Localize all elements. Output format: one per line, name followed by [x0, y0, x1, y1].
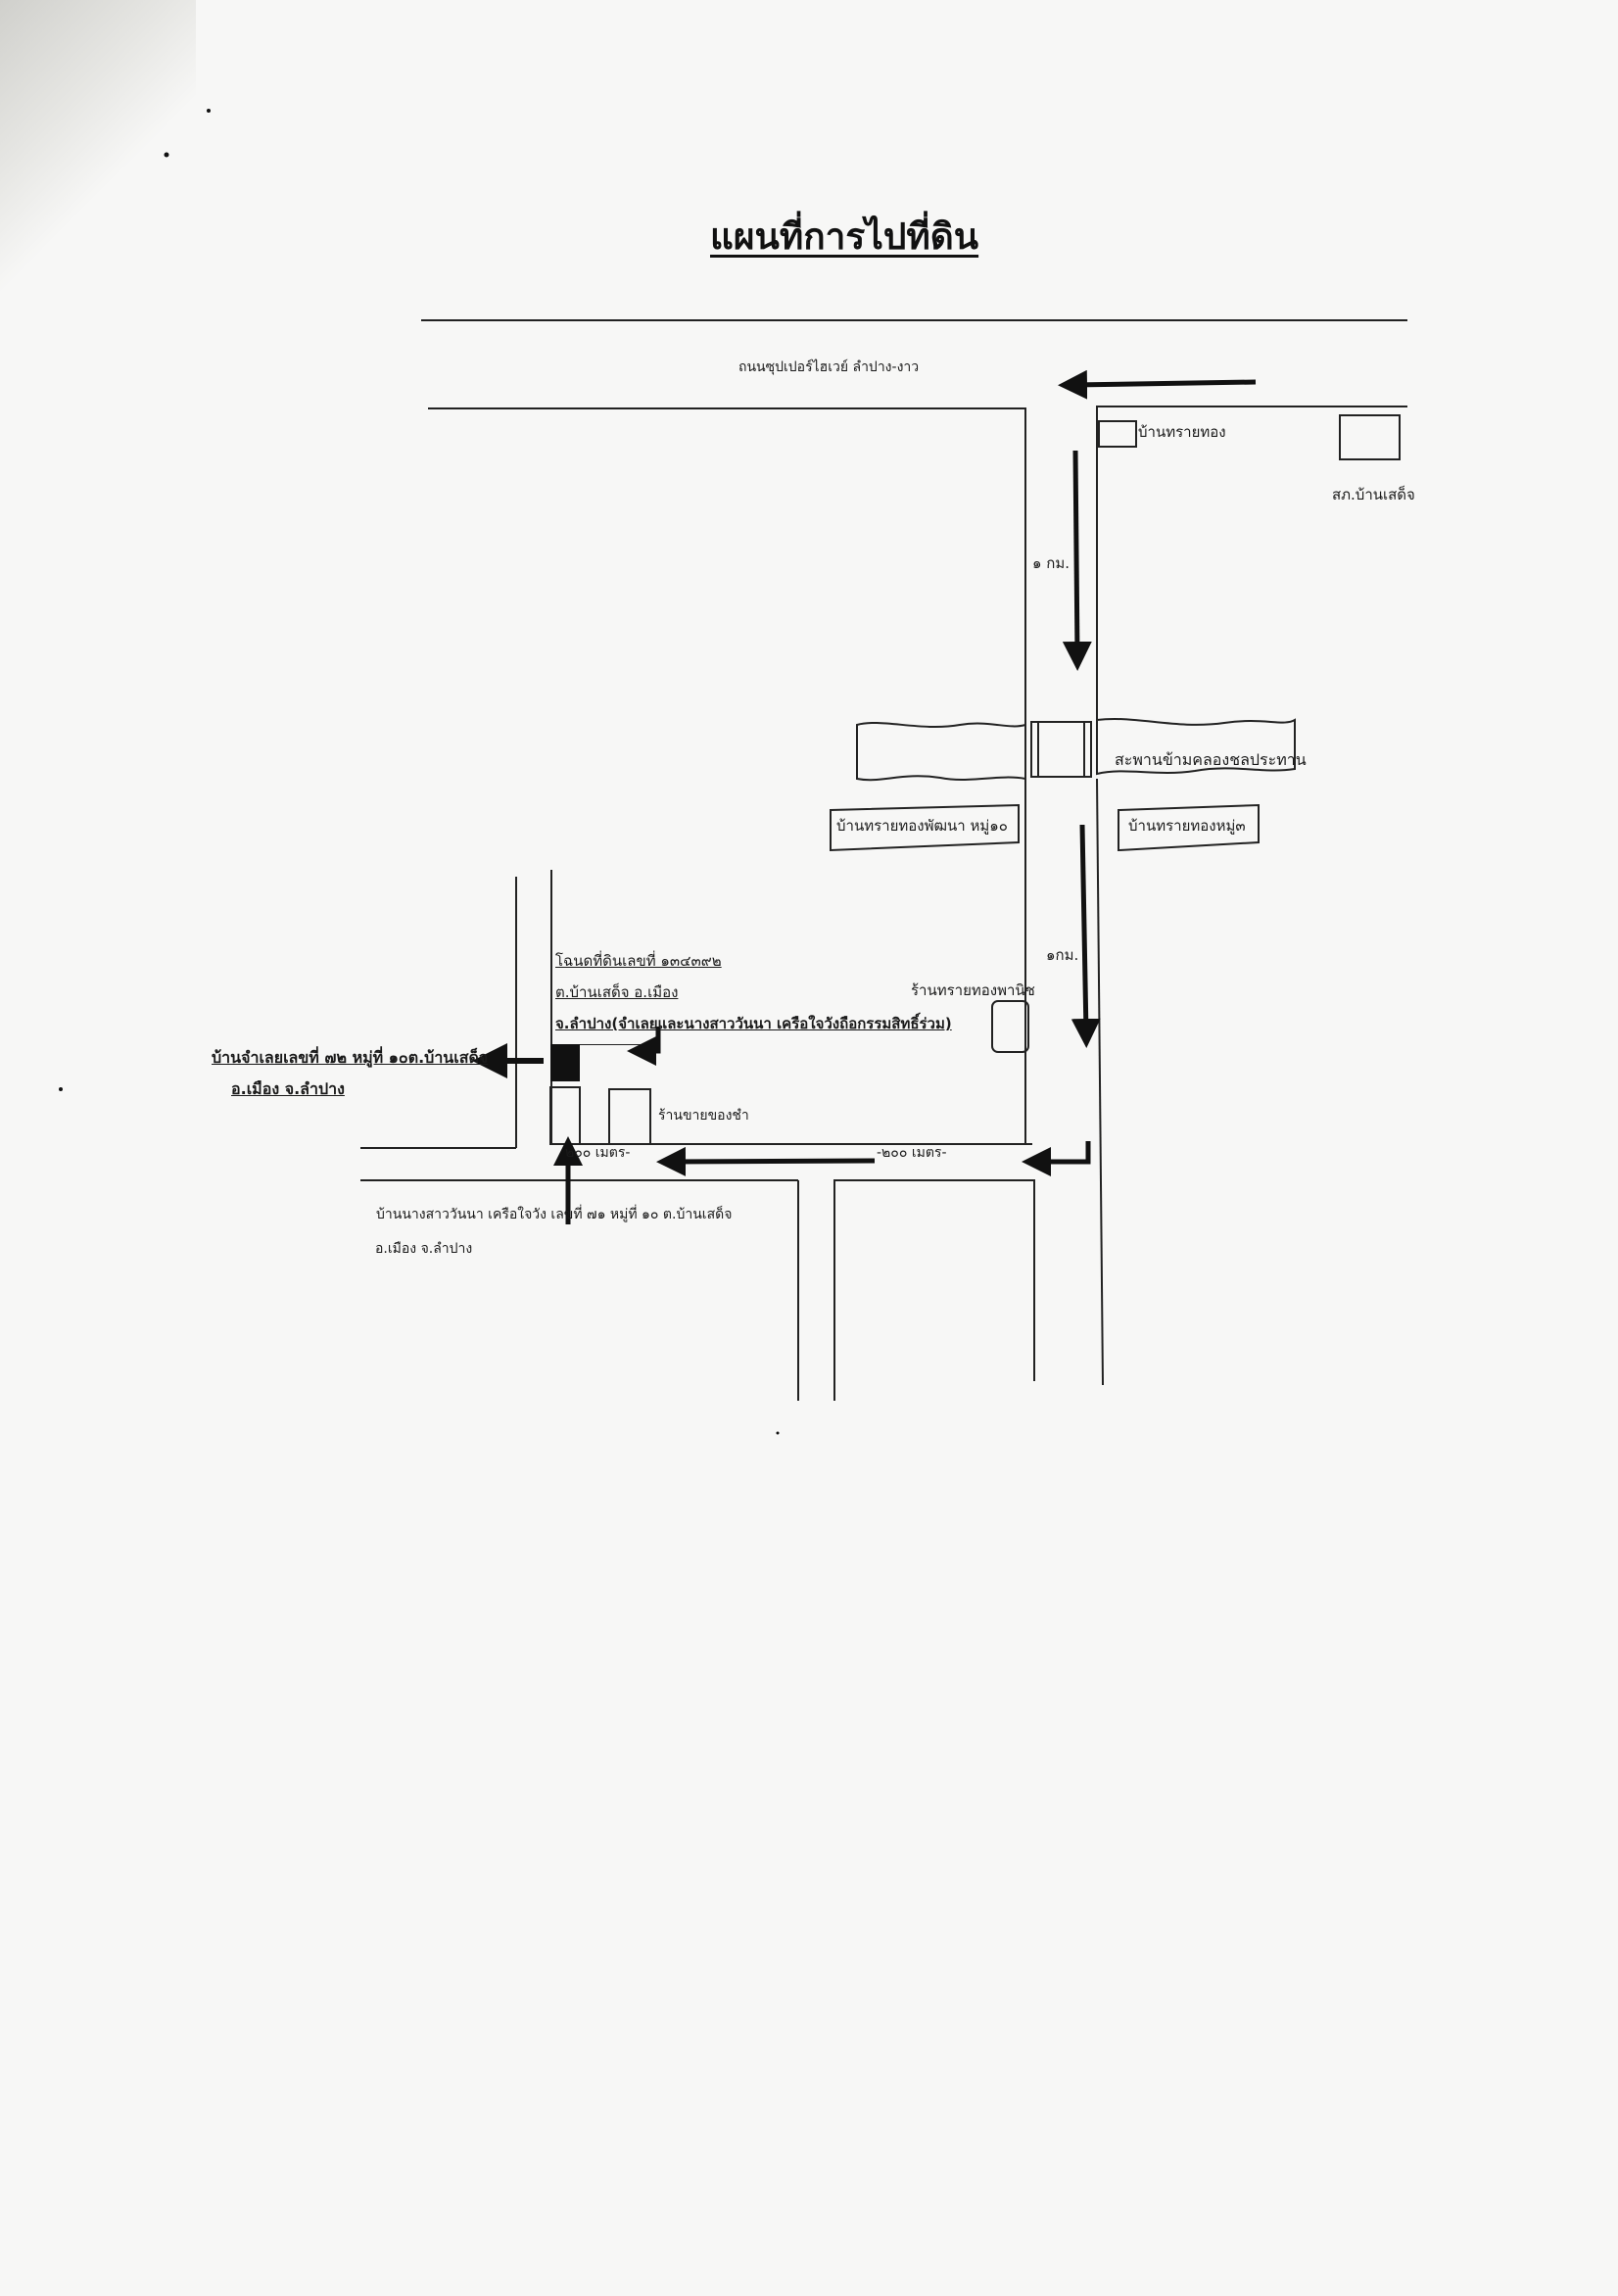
sign-moo3-label: บ้านทรายทองหมู่๓: [1128, 817, 1246, 835]
sign-moo10-shape: [830, 803, 1020, 852]
arrow-deed: [627, 1027, 661, 1066]
highway-label: ถนนซุปเปอร์ไฮเวย์ ลำปาง-งาว: [738, 359, 920, 375]
main-road-right-edge-2: [1096, 778, 1104, 1386]
defendant-house-line-2: อ.เมือง จ.ลำปาง: [231, 1079, 345, 1098]
police-station-label: สภ.บ้านเสด็จ: [1332, 486, 1415, 503]
bridge-deck: [1030, 721, 1092, 778]
deed-plot-frame: [551, 1044, 646, 1045]
arrow-down-1: [1062, 450, 1092, 671]
sign-moo10-label: บ้านทรายทองพัฒนา หมู่๑๐: [836, 817, 1008, 835]
arrow-down-2: [1071, 824, 1101, 1048]
arrow-west: [656, 1146, 876, 1176]
panich-shop-label: ร้านทรายทองพานิช: [911, 981, 1035, 999]
main-road-left-edge: [428, 407, 1026, 549]
wanna-house-line-1: บ้านนางสาววันนา เครือใจวัง เลขที่ ๗๑ หมู…: [376, 1207, 733, 1222]
grocery-label: ร้านขายของชำ: [658, 1108, 749, 1124]
grocery-box: [608, 1088, 651, 1145]
wanna-house-line-2: อ.เมือง จ.ลำปาง: [375, 1241, 473, 1257]
deed-line-1: โฉนดที่ดินเลขที่ ๑๓๔๓๙๒: [555, 952, 722, 970]
canal-left: [856, 722, 1026, 782]
arrow-highway: [1058, 369, 1257, 400]
page-title: แผนที่การไปที่ดิน: [710, 215, 979, 258]
distance-left-200m: ๒๐๐ เมตร-: [565, 1145, 631, 1161]
lower-block-right: [833, 1179, 1035, 1401]
deed-line-3: จ.ลำปาง(จำเลยและนางสาววันนา เครือใจวังถื…: [555, 1015, 952, 1032]
arrow-turn: [1022, 1141, 1091, 1176]
main-road-right-edge: [1096, 406, 1407, 720]
distance-lower-km: ๑กม.: [1046, 946, 1079, 964]
ban-sai-thong-label: บ้านทรายทอง: [1138, 423, 1226, 441]
distance-upper-km: ๑ กม.: [1032, 554, 1071, 572]
bridge-label: สะพานข้ามคลองชลประทาน: [1115, 750, 1307, 769]
wanna-house-box: [549, 1086, 581, 1145]
sign-moo3-shape: [1118, 803, 1260, 852]
defendant-house-line-1: บ้านจำเลยเลขที่ ๗๒ หมู่ที่ ๑๐ต.บ้านเสด็จ: [212, 1048, 489, 1067]
deed-line-2: ต.บ้านเสด็จ อ.เมือง: [555, 983, 679, 1001]
police-station-box: [1339, 414, 1401, 460]
canal-right: [1096, 717, 1296, 776]
ban-sai-thong-box: [1098, 420, 1137, 448]
scan-corner-shadow: [0, 0, 196, 294]
defendant-house-box: [550, 1044, 580, 1081]
distance-right-200m: -๒๐๐ เมตร-: [877, 1145, 947, 1161]
panich-shop-box: [991, 1000, 1029, 1053]
